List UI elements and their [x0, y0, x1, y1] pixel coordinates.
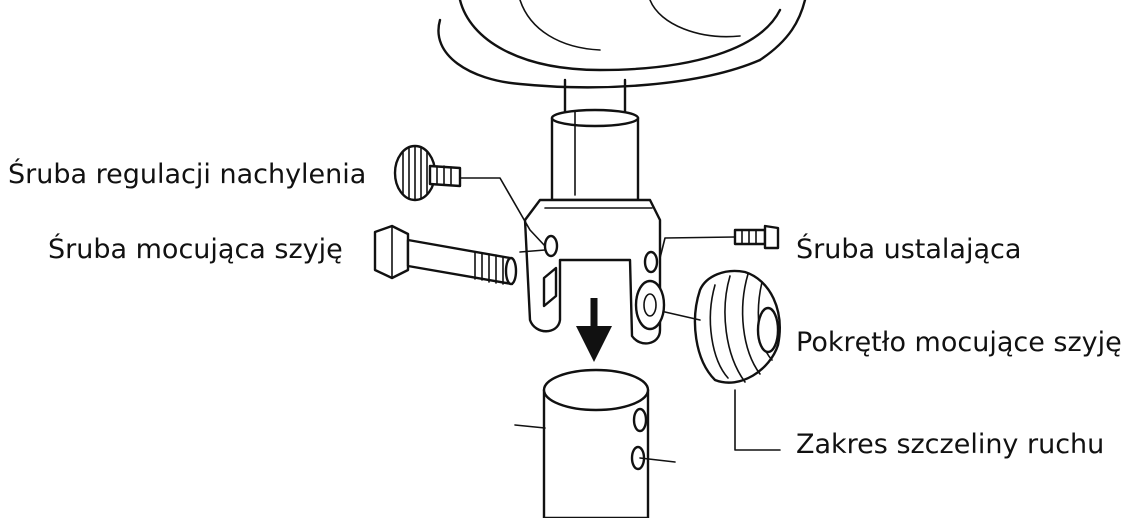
- clevis-fork: [523, 198, 666, 345]
- seat-post: [550, 78, 640, 202]
- label-neck-bolt: Śruba mocująca szyję: [48, 234, 343, 265]
- label-set-screw: Śruba ustalająca: [796, 234, 1022, 265]
- insert-arrow-icon: [576, 298, 612, 362]
- label-neck-knob: Pokrętło mocujące szyję: [796, 327, 1122, 358]
- label-slot-range: Zakres szczeliny ruchu: [796, 429, 1105, 460]
- neck-knob: [664, 269, 781, 451]
- seat: [437, 0, 807, 89]
- neck-bolt: [373, 224, 546, 286]
- neck-tube: [514, 368, 676, 518]
- set-screw: [659, 224, 780, 259]
- tilt-screw: [393, 144, 546, 247]
- label-tilt-screw: Śruba regulacji nachylenia: [8, 159, 367, 190]
